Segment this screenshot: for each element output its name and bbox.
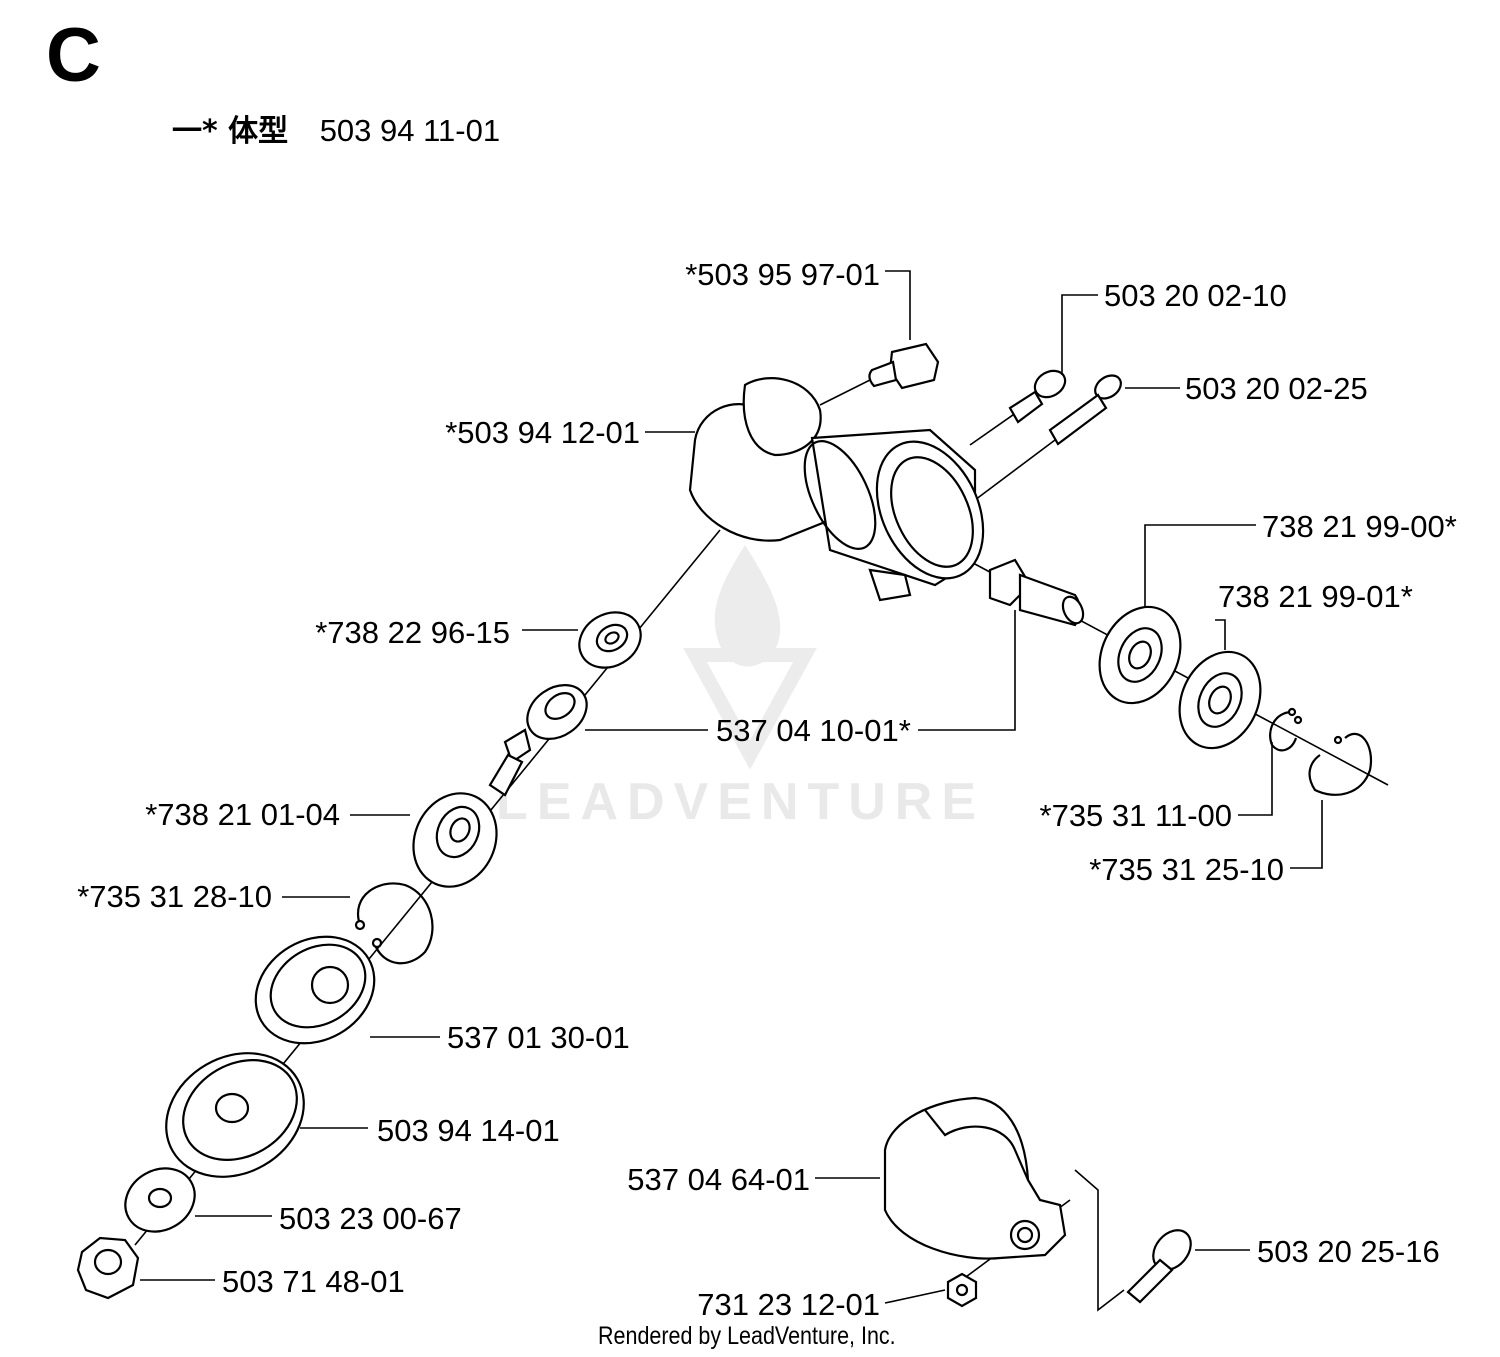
part-label-nut: 503 71 48-01 [222,1264,405,1299]
bearing-large-2-icon [1178,650,1262,750]
bevel-gear-icon [488,684,588,797]
assembly-part-number: 503 94 11-01 [319,113,501,148]
watermark-logo-icon [683,545,817,770]
watermark-text: LEADVENTURE [496,773,986,831]
nut-clamp-icon [946,1272,978,1308]
snap-ring-icon [354,882,434,965]
part-label-cup-lower: 503 94 14-01 [377,1113,560,1148]
part-label-gear-housing: *503 94 12-01 [445,415,640,450]
cup-upper-icon [254,935,376,1045]
part-label-bearing-large-2: 738 21 99-01* [1218,579,1413,614]
part-label-bearing-shaft: *738 21 01-04 [145,797,340,832]
cup-lower-icon [165,1052,305,1178]
bearing-small-icon [578,611,642,669]
bearing-large-1-icon [1098,605,1182,705]
gear-housing-icon [688,377,985,602]
section-letter: C [46,13,101,98]
leader-lines [140,270,1323,1304]
part-label-bearing-large-1: 738 21 99-00* [1262,509,1457,544]
circlip-large-icon [1308,732,1373,796]
assembly-heading: 一* 体型 503 94 11-01 [172,106,500,150]
assembly-key: 一* 体型 [172,114,289,149]
part-labels: *503 95 97-01 503 20 02-10 503 20 02-25 … [77,257,1457,1322]
screw-b-icon [1048,374,1122,446]
bevel-pinion-icon [988,558,1085,627]
screw-clamp-icon [1126,1229,1192,1304]
part-label-nut-clamp: 731 23 12-01 [697,1287,880,1322]
part-label-shield-clamp: 537 04 64-01 [627,1162,810,1197]
part-label-washer: 503 23 00-67 [279,1201,462,1236]
bearing-shaft-icon [412,792,498,888]
washer-icon [124,1167,196,1233]
part-label-screw-b: 503 20 02-25 [1185,371,1368,406]
part-label-bearing-small: *738 22 96-15 [315,615,510,650]
part-label-screw-clamp: 503 20 25-16 [1257,1234,1440,1269]
part-label-bolt-top: *503 95 97-01 [685,257,880,292]
bolt-top-icon [868,342,940,390]
part-label-bevel-gear-set: 537 04 10-01* [716,713,911,748]
part-label-screw-a: 503 20 02-10 [1104,278,1287,313]
part-label-cup-upper: 537 01 30-01 [447,1020,630,1055]
part-label-circlip-large: *735 31 25-10 [1089,852,1284,887]
part-label-circlip-small: *735 31 11-00 [1040,798,1232,833]
nut-icon [76,1236,140,1300]
screw-a-icon [1008,369,1067,424]
shield-clamp-icon [883,1096,1067,1260]
part-label-snap-ring: *735 31 28-10 [77,879,272,914]
footer-credit: Rendered by LeadVenture, Inc. [598,1322,896,1350]
